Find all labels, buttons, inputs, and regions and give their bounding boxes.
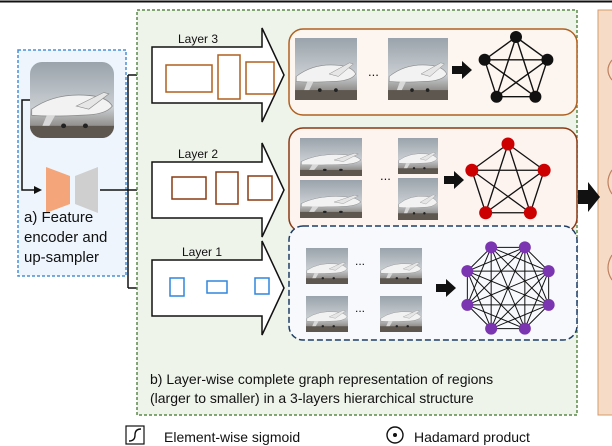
decoder-shape	[75, 167, 98, 213]
layer-2-region-box	[215, 171, 239, 205]
graph-edge	[484, 59, 536, 98]
graph-node	[501, 137, 515, 151]
graph-node	[479, 206, 493, 220]
graph-node	[518, 322, 531, 335]
layer-2-crop	[299, 179, 363, 219]
graph-edge	[467, 304, 526, 330]
right-panel-edge	[607, 254, 612, 281]
graph-edge	[507, 143, 531, 213]
layer-1-to-graph-arrow	[436, 279, 456, 297]
graph-edge	[496, 59, 548, 98]
layer-1-crop	[379, 247, 423, 285]
right-panel-edge	[607, 169, 612, 195]
image-to-encoder-arrow	[21, 99, 42, 194]
layer-1-crop	[379, 295, 423, 333]
graph-edge	[471, 143, 509, 171]
layer-2-region-box	[247, 175, 273, 201]
graph-edge	[485, 143, 509, 213]
graph-edge	[529, 170, 545, 213]
layer-1-region-box	[206, 280, 228, 294]
layer-2-label: Layer 2	[178, 147, 218, 161]
layer-1: Layer 1 ... ...	[151, 225, 578, 341]
graph-node	[518, 241, 531, 254]
layer-2-region-box	[171, 176, 207, 200]
layer-3-ellipsis: ...	[368, 64, 379, 79]
graph-node	[461, 298, 474, 311]
legend-hadamard-label: Hadamard product	[414, 429, 530, 445]
graph-node	[478, 53, 491, 66]
layer-1-graph	[461, 241, 555, 335]
graph-edge	[466, 247, 492, 306]
graph-edge	[485, 169, 545, 214]
layer-1-region-box	[169, 277, 185, 297]
layer-3-region-box	[217, 54, 241, 100]
graph-edge	[490, 246, 550, 306]
panel-a-caption: a) Feature encoder and up-sampler	[24, 209, 112, 266]
graph-edge	[495, 36, 517, 97]
graph-edge	[471, 169, 531, 214]
graph-edge	[471, 170, 487, 213]
graph-edge	[515, 36, 548, 61]
graph-node	[542, 298, 555, 311]
graph-node	[461, 265, 474, 278]
graph-edge	[484, 36, 517, 61]
layer-3-graph	[478, 31, 554, 103]
layer-1-graph-box	[288, 225, 578, 341]
right-panel-edge	[607, 59, 612, 81]
layer-3-label: Layer 3	[178, 32, 218, 46]
input-image	[30, 62, 114, 138]
layer-1-region-box	[254, 277, 270, 295]
graph-node	[485, 322, 498, 335]
graph-node	[490, 90, 503, 103]
graph-edge	[490, 247, 526, 329]
graph-node	[485, 241, 498, 254]
graph-edge	[534, 59, 549, 97]
layer-1-crop	[305, 295, 349, 333]
layer-3-region-box	[165, 64, 213, 93]
graph-edge	[515, 36, 537, 97]
layer-2-crop	[397, 137, 439, 175]
legend: Element-wise sigmoid Hadamard product	[125, 425, 530, 445]
layer-2-ellipsis: ...	[380, 168, 391, 183]
layer-2-graph	[465, 137, 551, 220]
layer-2-to-graph-arrow	[444, 171, 464, 189]
layer-1-label: Layer 1	[182, 245, 222, 259]
panel-b-caption: b) Layer-wise complete graph representat…	[150, 371, 497, 406]
layer-3-region-box	[245, 61, 275, 95]
layer-3-crop	[387, 37, 449, 101]
right-panel-partial	[597, 9, 612, 416]
legend-sigmoid-label: Element-wise sigmoid	[164, 429, 300, 445]
layer-3: Layer 3 ...	[151, 27, 578, 123]
layer-2-crop	[299, 137, 363, 177]
layer-3-to-graph-arrow	[452, 61, 472, 79]
graph-edge	[507, 143, 545, 171]
graph-node	[465, 163, 479, 177]
layer-2-crop	[397, 177, 439, 221]
panel-a: a) Feature encoder and up-sampler	[17, 49, 127, 277]
graph-node	[523, 206, 537, 220]
to-right-panel-arrow	[578, 182, 600, 212]
graph-node	[541, 53, 554, 66]
graph-node	[529, 90, 542, 103]
layer-1-ellipsis: ...	[355, 254, 365, 268]
layer-1-crop	[305, 247, 349, 285]
layer-2: Layer 2 ...	[151, 127, 578, 238]
layer-1-ellipsis: ...	[355, 301, 365, 315]
graph-edge	[466, 270, 492, 329]
graph-node	[542, 265, 555, 278]
graph-node	[510, 31, 522, 43]
graph-edge	[490, 246, 549, 272]
encoder-shape	[46, 167, 70, 213]
graph-edge	[483, 59, 498, 97]
layer-3-crop	[294, 37, 358, 101]
graph-node	[537, 163, 551, 177]
